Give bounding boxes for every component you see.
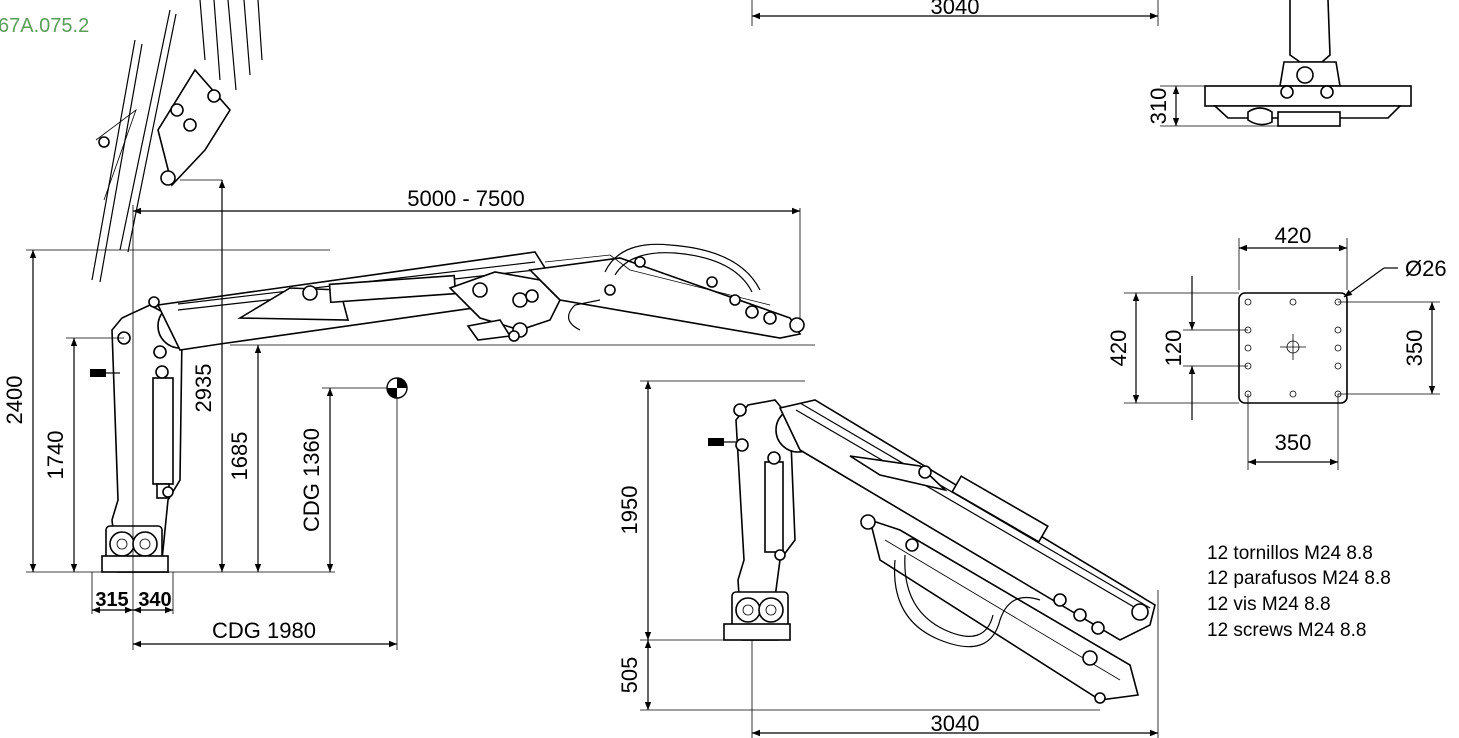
crane-extended-view <box>90 0 805 573</box>
hole-diameter-label: Ø26 <box>1405 256 1447 281</box>
raised-boom-ghost <box>91 0 263 283</box>
center-of-gravity-icon <box>386 377 408 399</box>
base-315-label: 315 <box>95 589 128 611</box>
crane-folded-view <box>708 399 1156 704</box>
base-plate: 420 Ø26 420 120 350 350 <box>1106 223 1447 470</box>
plate-bottom-label: 350 <box>1275 430 1312 455</box>
folded-view-dimensions: 1950 505 3040 <box>617 380 1159 738</box>
top-width-label: 3040 <box>931 0 980 19</box>
plate-top-label: 420 <box>1275 223 1312 248</box>
height-1685-label: 1685 <box>227 432 252 481</box>
cdg-vertical-label: CDG 1360 <box>299 428 324 532</box>
note-spanish: 12 tornillos M24 8.8 <box>1207 543 1373 564</box>
cdg-horizontal-label: CDG 1980 <box>212 618 316 643</box>
top-width-dimension: 3040 <box>751 0 1159 26</box>
top-view-height-label: 310 <box>1146 88 1171 125</box>
folded-height-label: 1950 <box>617 486 642 535</box>
reach-label: 5000 - 7500 <box>407 186 524 211</box>
height-1740-label: 1740 <box>43 431 68 480</box>
top-view-base: 310 <box>1146 0 1412 127</box>
note-portuguese: 12 parafusos M24 8.8 <box>1207 568 1391 589</box>
height-total-label: 2400 <box>2 376 27 425</box>
plate-left-label: 420 <box>1106 330 1131 367</box>
extended-view-dimensions: 5000 - 7500 2400 1740 2935 1685 CDG 1360 <box>2 179 815 650</box>
bolt-notes: 12 tornillos M24 8.8 12 parafusos M24 8.… <box>1207 543 1391 641</box>
plate-right-label: 350 <box>1402 330 1427 367</box>
height-2935-label: 2935 <box>191 364 216 413</box>
plate-bolt-spacing-label: 120 <box>1161 330 1186 367</box>
note-french: 12 vis M24 8.8 <box>1207 594 1331 615</box>
drawing-code: 67A.075.2 <box>0 15 89 37</box>
folded-base-label: 505 <box>617 657 642 694</box>
note-english: 12 screws M24 8.8 <box>1207 620 1366 641</box>
base-340-label: 340 <box>138 589 171 611</box>
folded-width-label: 3040 <box>931 711 980 736</box>
